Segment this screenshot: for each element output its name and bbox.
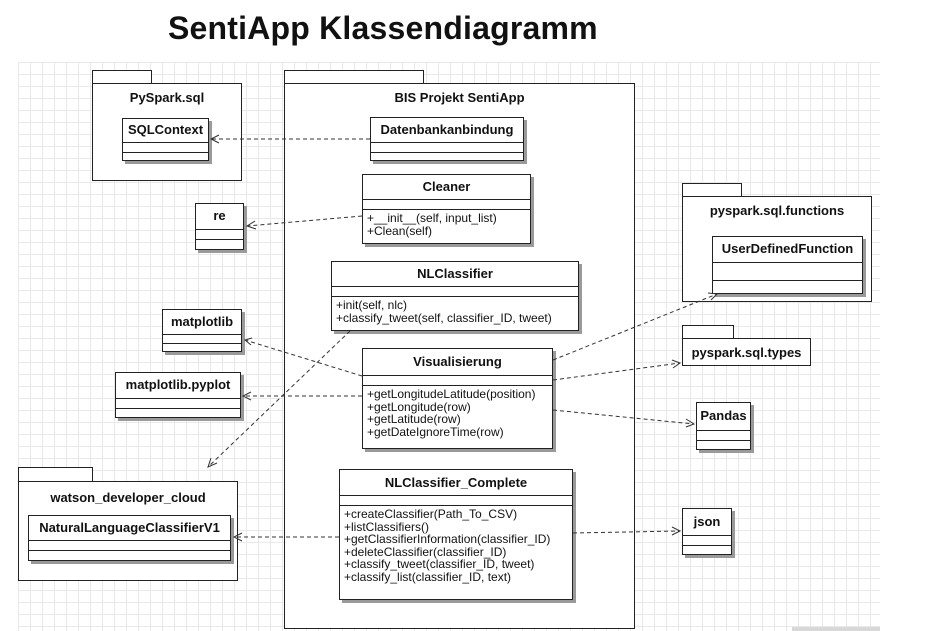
class-operations: +getLongitudeLatitude(position) +getLong… bbox=[363, 386, 552, 440]
operation: +getLongitudeLatitude(position) bbox=[367, 387, 536, 401]
package-tab bbox=[682, 183, 742, 197]
class-name: NLClassifier_Complete bbox=[340, 470, 572, 496]
class-operations: +init(self, nlc) +classify_tweet(self, c… bbox=[332, 297, 578, 326]
operation: +getClassifierInformation(classifier_ID) bbox=[344, 532, 551, 546]
package-name: watson_developer_cloud bbox=[50, 490, 206, 505]
package-tab bbox=[682, 325, 734, 339]
operation: +classify_tweet(self, classifier_ID, twe… bbox=[336, 310, 552, 325]
operation: +Clean(self) bbox=[367, 223, 433, 238]
class-operations: +__init__(self, input_list) +Clean(self) bbox=[363, 210, 530, 239]
operation: +getLatitude(row) bbox=[367, 412, 461, 426]
operation: +listClassifiers() bbox=[344, 519, 430, 534]
class-attributes bbox=[116, 399, 240, 409]
operation: +classify_tweet(classifier_ID, tweet) bbox=[344, 557, 535, 571]
package-tab bbox=[284, 70, 424, 84]
class-attributes bbox=[697, 431, 750, 441]
package-name: pyspark.sql.types bbox=[691, 345, 802, 360]
package-pyspark-types[interactable]: pyspark.sql.types bbox=[682, 338, 811, 366]
package-name: BIS Projekt SentiApp bbox=[394, 90, 525, 105]
operation: +deleteClassifier(classifier_ID) bbox=[344, 544, 507, 559]
package-name: PySpark.sql bbox=[129, 90, 205, 105]
operation: +getDateIgnoreTime(row) bbox=[367, 424, 504, 439]
operation: +getLongitude(row) bbox=[367, 399, 471, 414]
diagram-title: SentiApp Klassendiagramm bbox=[168, 10, 598, 46]
class-attributes bbox=[332, 287, 578, 297]
class-visualisierung[interactable]: Visualisierung +getLongitudeLatitude(pos… bbox=[362, 348, 553, 449]
class-name: SQLContext bbox=[123, 119, 208, 143]
class-name: Pandas bbox=[697, 403, 750, 431]
class-name: matplotlib bbox=[163, 310, 241, 335]
class-matplotlib-pyplot[interactable]: matplotlib.pyplot bbox=[115, 372, 241, 418]
class-attributes bbox=[371, 143, 523, 153]
class-name: NaturalLanguageClassifierV1 bbox=[29, 516, 230, 541]
package-tab bbox=[92, 70, 152, 84]
class-name: Cleaner bbox=[363, 175, 530, 200]
class-name: Datenbankanbindung bbox=[371, 118, 523, 143]
class-name: re bbox=[196, 204, 243, 230]
package-pyspark-sql[interactable]: PySpark.sql bbox=[92, 83, 242, 181]
class-naturallanguageclassifierv1[interactable]: NaturalLanguageClassifierV1 bbox=[28, 515, 231, 561]
class-name: NLClassifier bbox=[332, 262, 578, 287]
class-matplotlib[interactable]: matplotlib bbox=[162, 309, 242, 352]
class-attributes bbox=[163, 335, 241, 344]
class-attributes bbox=[29, 541, 230, 551]
class-attributes bbox=[683, 536, 731, 546]
class-operations: +createClassifier(Path_To_CSV) +listClas… bbox=[340, 506, 572, 585]
class-attributes bbox=[363, 200, 530, 210]
class-json[interactable]: json bbox=[682, 508, 732, 555]
package-tab bbox=[18, 467, 93, 481]
package-name: pyspark.sql.functions bbox=[709, 203, 845, 218]
class-name: UserDefinedFunction bbox=[713, 237, 862, 263]
class-name: matplotlib.pyplot bbox=[116, 373, 240, 399]
class-pandas[interactable]: Pandas bbox=[696, 402, 751, 450]
operation: +createClassifier(Path_To_CSV) bbox=[344, 507, 518, 521]
class-cleaner[interactable]: Cleaner +__init__(self, input_list) +Cle… bbox=[362, 174, 531, 244]
class-name: Visualisierung bbox=[363, 349, 552, 376]
operation: +classify_list(classifier_ID, text) bbox=[344, 569, 512, 584]
class-sqlcontext[interactable]: SQLContext bbox=[122, 118, 209, 161]
class-attributes bbox=[196, 230, 243, 240]
class-name: json bbox=[683, 509, 731, 536]
class-datenbankanbindung[interactable]: Datenbankanbindung bbox=[370, 117, 524, 161]
operation: +__init__(self, input_list) bbox=[367, 211, 497, 225]
scrollbar-hint bbox=[792, 627, 880, 631]
class-attributes bbox=[713, 263, 862, 281]
operation: +init(self, nlc) bbox=[336, 298, 408, 312]
class-nlclassifier-complete[interactable]: NLClassifier_Complete +createClassifier(… bbox=[339, 469, 573, 600]
class-attributes bbox=[340, 496, 572, 506]
class-attributes bbox=[363, 376, 552, 386]
class-attributes bbox=[123, 143, 208, 153]
class-nlclassifier[interactable]: NLClassifier +init(self, nlc) +classify_… bbox=[331, 261, 579, 331]
class-re[interactable]: re bbox=[195, 203, 244, 250]
class-userdefinedfunction[interactable]: UserDefinedFunction bbox=[712, 236, 863, 294]
